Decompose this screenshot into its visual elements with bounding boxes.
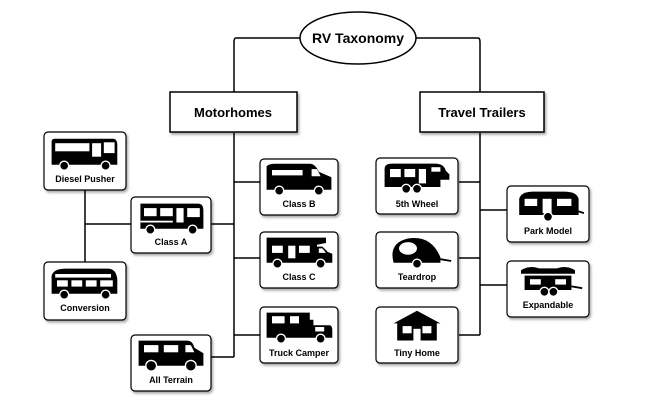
category-label: Motorhomes [194,105,272,120]
node-conversion: Conversion [43,261,127,321]
node-label: Conversion [60,303,110,313]
node-diesel-pusher: Diesel Pusher [43,131,127,191]
node-fifth-wheel: 5th Wheel [375,157,459,215]
connectors [84,37,507,358]
node-label: Park Model [524,226,572,236]
node-class-a: Class A [130,196,212,254]
node-all-terrain: All Terrain [130,334,212,392]
node-class-c: Class C [259,231,339,289]
node-label: All Terrain [149,375,193,385]
root-label: RV Taxonomy [312,30,404,46]
root-node: RV Taxonomy [299,11,417,65]
node-label: Class B [282,199,316,209]
node-label: Tiny Home [394,348,440,358]
node-label: Class C [282,272,316,282]
node-label: Expandable [523,300,574,310]
node-expandable: Expandable [506,260,590,318]
node-truck-camper: Truck Camper [259,306,339,364]
node-label: Diesel Pusher [55,174,115,184]
category-label: Travel Trailers [438,105,525,120]
category-travel-trailers: Travel Trailers [419,91,545,133]
category-motorhomes: Motorhomes [169,91,298,133]
node-label: 5th Wheel [396,199,439,209]
node-label: Class A [155,237,188,247]
node-teardrop: Teardrop [375,231,459,289]
node-label: Truck Camper [269,348,330,358]
node-park-model: Park Model [506,185,590,243]
node-class-b: Class B [259,158,339,216]
node-tiny-home: Tiny Home [375,306,459,364]
node-label: Teardrop [398,272,437,282]
